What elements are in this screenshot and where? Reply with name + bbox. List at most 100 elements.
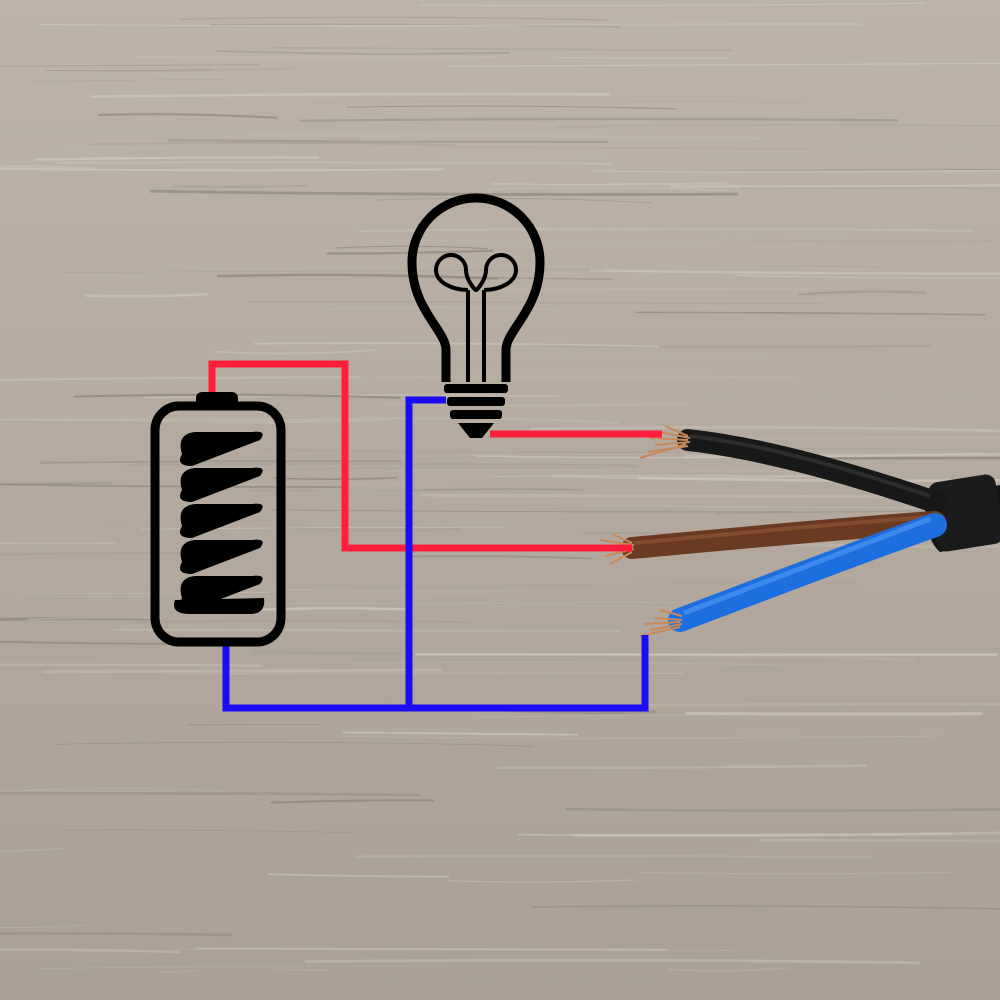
bulb-base-ring-3	[450, 410, 502, 419]
wood-grain-line	[366, 977, 670, 982]
wood-grain-line	[565, 807, 1000, 812]
wood-grain-line	[0, 74, 211, 79]
wood-grain-line	[0, 931, 232, 937]
brown-core-shine	[633, 515, 931, 545]
wood-grain-line	[646, 702, 1000, 707]
wood-grain-line	[518, 832, 953, 837]
wood-grain-line	[0, 551, 204, 555]
wood-grain-line	[333, 23, 862, 28]
wood-grain-line	[0, 167, 444, 172]
wood-grain-line	[60, 829, 353, 833]
wood-grain-line	[678, 150, 1000, 154]
wood-grain-line	[22, 787, 226, 793]
blue-core	[668, 513, 947, 632]
wood-grain-line	[55, 741, 533, 747]
wood-grain-line	[42, 668, 443, 674]
neutral-wires	[222, 396, 649, 712]
wood-grain-line	[589, 269, 1000, 275]
wood-grain-line	[670, 184, 1000, 188]
wood-grain-line	[268, 873, 450, 878]
wood-grain-line	[50, 146, 309, 150]
wood-grain-line	[254, 342, 659, 348]
wood-grain-line	[426, 275, 613, 280]
battery-charge-bars	[174, 431, 265, 614]
wood-grain-line	[554, 413, 881, 417]
wood-grain-line	[57, 161, 614, 165]
wood-grain-line	[0, 617, 154, 621]
bulb-glass	[407, 193, 545, 382]
wood-grain-line	[34, 156, 319, 161]
wood-grain-line	[269, 588, 532, 593]
wood-grain-line	[531, 905, 1000, 910]
wood-grain-line	[0, 948, 180, 954]
wood-grain-line	[150, 189, 738, 196]
wood-grain-line	[212, 419, 390, 425]
wood-grain-line	[374, 197, 653, 204]
wood-grain-line	[398, 453, 969, 457]
live-wires	[208, 360, 662, 552]
wood-grain-line	[550, 56, 730, 59]
wood-grain-line	[296, 466, 606, 470]
wood-grain-line	[0, 542, 118, 545]
wood-grain-line	[370, 352, 769, 357]
bulb-base-ring-2	[447, 397, 505, 406]
wood-grain-line	[0, 790, 278, 795]
wood-grain-line	[358, 227, 973, 233]
lamp-return-wire	[405, 396, 446, 708]
cable-sheath-end	[928, 474, 1000, 552]
wood-grain-line	[483, 187, 734, 192]
wood-grain-line	[491, 181, 729, 186]
wood-grain-line	[0, 884, 397, 891]
wood-grain-line	[125, 483, 447, 486]
wood-grain-line	[737, 275, 1000, 279]
wood-grain-line	[0, 847, 64, 852]
wood-grain-line	[216, 50, 511, 55]
wood-grain-line	[342, 735, 940, 739]
wood-grain-line	[641, 871, 953, 875]
wood-grain-line	[166, 672, 685, 675]
battery-to-brown-wire	[208, 360, 632, 552]
wood-grain-line	[167, 139, 609, 144]
wood-grain-line	[91, 92, 612, 98]
wood-grain-line	[382, 469, 841, 474]
blue-core-shine	[683, 516, 931, 616]
wood-grain-line	[555, 124, 1000, 128]
wood-grain-line	[377, 374, 797, 379]
wood-grain-line	[245, 606, 410, 612]
battery-body	[150, 401, 286, 647]
wood-grain-line	[245, 133, 763, 140]
battery-icon	[150, 392, 286, 647]
light-bulb-icon	[407, 193, 545, 438]
wood-grain-line	[457, 287, 850, 292]
battery-charge-bar	[179, 431, 263, 466]
wood-grain-line	[714, 510, 1000, 515]
wood-grain-line	[29, 78, 224, 83]
battery-charge-bar	[174, 598, 265, 614]
wood-grain-line	[684, 711, 983, 716]
wood-grain-line	[38, 23, 513, 27]
wood-grain-line	[196, 947, 668, 951]
wood-grain-line	[99, 67, 297, 73]
wood-grain-line	[577, 906, 770, 911]
wood-grain-line	[126, 462, 637, 467]
wood-grain-line	[21, 591, 272, 595]
wood-grain-line	[446, 879, 637, 883]
copper-strands-blue	[639, 609, 683, 637]
wood-grain-line	[232, 50, 586, 56]
wood-grain-line	[423, 145, 812, 150]
copper-strands-black	[639, 425, 691, 459]
wood-grain-line	[89, 141, 455, 147]
wood-grain-line	[113, 628, 620, 633]
wood-grain-line	[84, 292, 209, 298]
wood-grain-line	[178, 16, 607, 21]
wood-grain-line	[261, 599, 762, 605]
wood-grain-line	[28, 616, 162, 621]
wood-grain-line	[73, 393, 401, 399]
wood-grain-line	[129, 619, 472, 624]
wood-grain-line	[0, 419, 322, 422]
wood-grain-line	[279, 526, 460, 532]
battery-charge-bar	[179, 467, 263, 502]
wood-grain-line	[62, 269, 605, 274]
